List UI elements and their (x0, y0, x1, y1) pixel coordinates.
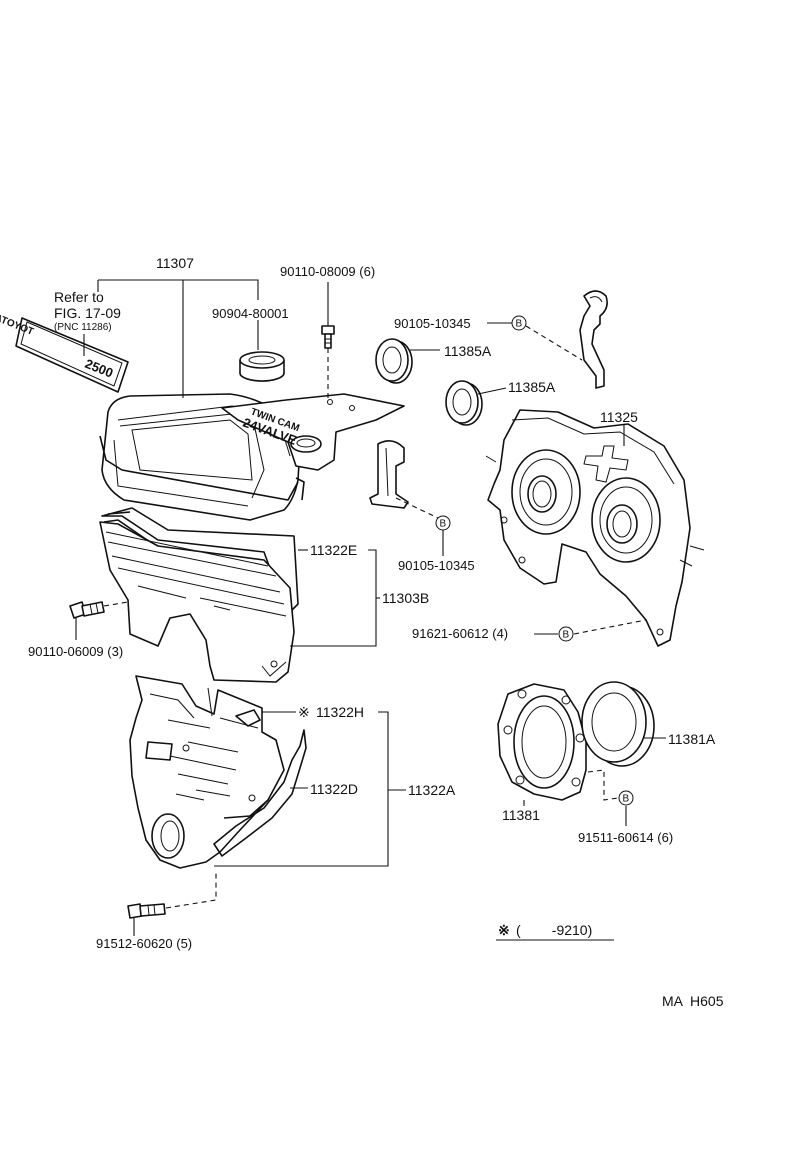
part-labels: 11307 Refer to FIG. 17-09 (PNC 11286) 90… (28, 255, 724, 1009)
bracket-top-right (579, 290, 608, 389)
bolt-marker-b-2: B (435, 515, 451, 531)
rear-timing-plate-11325 (485, 409, 705, 647)
label-90110-06009: 90110-06009 (3) (28, 644, 123, 659)
middle-timing-cover-11303b (99, 521, 295, 683)
bolt-marker-b-3-text: B (563, 630, 570, 641)
label-11322d: 11322D (310, 781, 358, 797)
label-11385a-1: 11385A (444, 343, 492, 359)
label-11307: 11307 (156, 255, 194, 271)
lower-timing-cover-11322a (129, 675, 285, 869)
bolt-90110-08009 (321, 325, 335, 349)
label-11385a-2: 11385A (508, 379, 556, 395)
label-11381a: 11381A (668, 731, 716, 747)
label-11381: 11381 (502, 807, 540, 823)
label-11325: 11325 (600, 409, 638, 425)
label-90904-80001: 90904-80001 (212, 306, 289, 321)
label-refer-to: Refer to (54, 289, 104, 305)
bolt-91512-60620 (127, 903, 166, 919)
label-11322e: 11322E (310, 542, 357, 558)
leader-lines (75, 279, 666, 941)
note-asterisk: ※ (498, 922, 510, 938)
gasket-11322d (213, 729, 307, 857)
label-90105-10345-mid: 90105-10345 (398, 558, 475, 573)
bolt-marker-b-4-text: B (623, 794, 630, 805)
label-refer-pnc: (PNC 11286) (54, 322, 112, 333)
bolt-marker-b-1-text: B (516, 319, 523, 330)
oil-seal-retainer-11381 (497, 683, 587, 801)
grommet-90904-80001 (239, 351, 285, 382)
upper-timing-cover-11307: TWIN CAM 24VALVE (99, 393, 405, 521)
rear-oil-seal-11381a (581, 681, 655, 767)
label-11322a: 11322A (408, 782, 456, 798)
oil-seal-11385a-2 (445, 380, 483, 426)
bolt-marker-b-4: B (618, 790, 634, 806)
note-range: ( -9210) (516, 922, 592, 938)
label-91512-60620: 91512-60620 (5) (96, 936, 192, 951)
bolt-marker-b-2-text: B (440, 519, 447, 530)
oil-seal-11385a-1 (375, 338, 413, 384)
label-11322h-asterisk: ※ (298, 704, 310, 720)
emblem-text: TOYOTA (0, 312, 35, 337)
bolt-marker-b-1: B (511, 315, 527, 331)
label-91621-60612: 91621-60612 (4) (412, 626, 508, 641)
figure-code: MA H605 (662, 993, 724, 1009)
gasket-11322h (235, 709, 261, 727)
bracket-middle (369, 440, 409, 509)
label-11322h: 11322H (316, 704, 364, 720)
label-90110-08009: 90110-08009 (6) (280, 264, 375, 279)
label-90105-10345-top: 90105-10345 (394, 316, 471, 331)
bolt-90110-06009 (69, 601, 105, 619)
label-91511-60614: 91511-60614 (6) (578, 830, 673, 845)
bolt-marker-b-3: B (558, 626, 574, 642)
label-11303b: 11303B (382, 590, 429, 606)
label-refer-fig: FIG. 17-09 (54, 305, 121, 321)
